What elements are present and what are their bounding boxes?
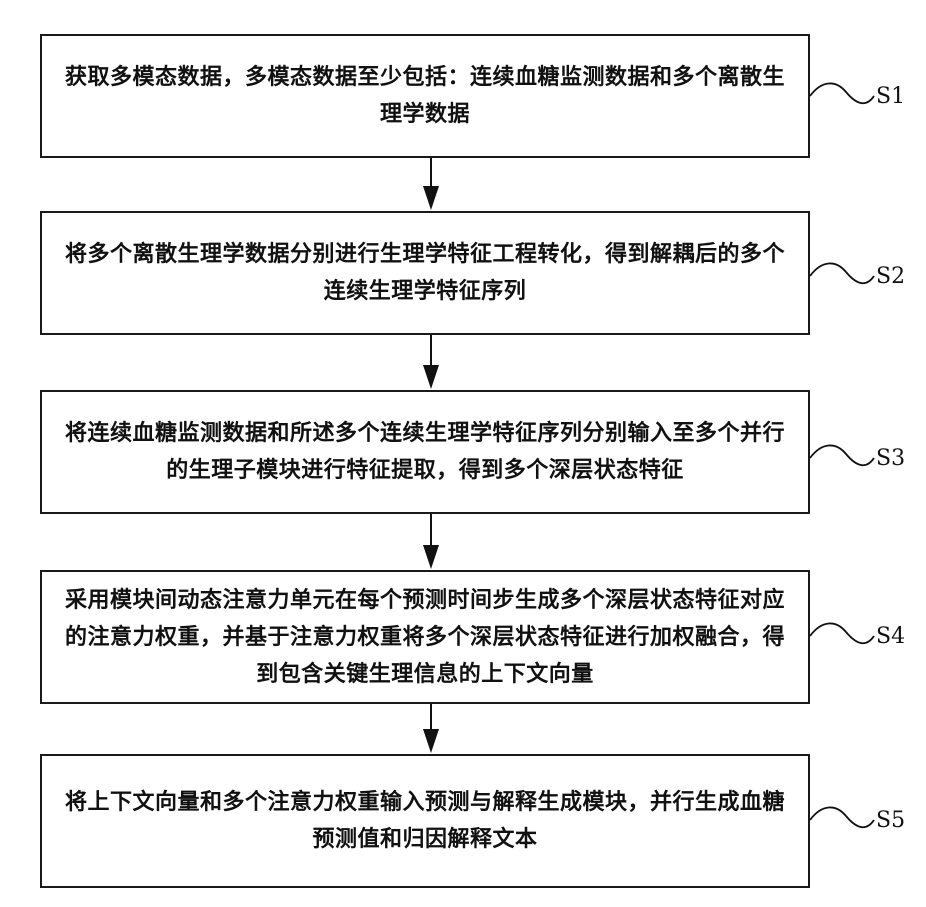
step-box-s1: 获取多模态数据，多模态数据至少包括：连续血糖监测数据和多个离散生理学数据 — [40, 34, 810, 158]
step-text-s1: 获取多模态数据，多模态数据至少包括：连续血糖监测数据和多个离散生理学数据 — [60, 59, 790, 133]
leader-line-s3 — [810, 445, 874, 465]
step-label-s5: S5 — [876, 808, 905, 833]
arrow-s2-s3 — [423, 335, 439, 389]
step-text-s2: 将多个离散生理学数据分别进行生理学特征工程转化，得到解耦后的多个连续生理学特征序… — [60, 236, 790, 310]
step-label-s2: S2 — [876, 264, 905, 289]
step-box-s4: 采用模块间动态注意力单元在每个预测时间步生成多个深层状态特征对应的注意力权重，并… — [40, 570, 810, 704]
step-label-s1: S1 — [876, 84, 905, 109]
arrow-s1-s2 — [423, 158, 439, 210]
step-text-s3: 将连续血糖监测数据和所述多个连续生理学特征序列分别输入至多个并行的生理子模块进行… — [60, 415, 790, 489]
step-box-s5: 将上下文向量和多个注意力权重输入预测与解释生成模块，并行生成血糖预测值和归因解释… — [40, 754, 810, 888]
leader-line-s1 — [810, 83, 874, 103]
step-box-s3: 将连续血糖监测数据和所述多个连续生理学特征序列分别输入至多个并行的生理子模块进行… — [40, 390, 810, 514]
step-text-s5: 将上下文向量和多个注意力权重输入预测与解释生成模块，并行生成血糖预测值和归因解释… — [60, 784, 790, 858]
step-box-s2: 将多个离散生理学数据分别进行生理学特征工程转化，得到解耦后的多个连续生理学特征序… — [40, 211, 810, 335]
arrow-s4-s5 — [423, 704, 439, 753]
step-label-s3: S3 — [876, 446, 905, 471]
leader-line-s5 — [810, 807, 874, 827]
leader-line-s4 — [810, 623, 874, 643]
step-label-s4: S4 — [876, 624, 905, 649]
step-text-s4: 采用模块间动态注意力单元在每个预测时间步生成多个深层状态特征对应的注意力权重，并… — [60, 582, 790, 693]
arrow-s3-s4 — [423, 514, 439, 569]
leader-line-s2 — [810, 263, 874, 283]
